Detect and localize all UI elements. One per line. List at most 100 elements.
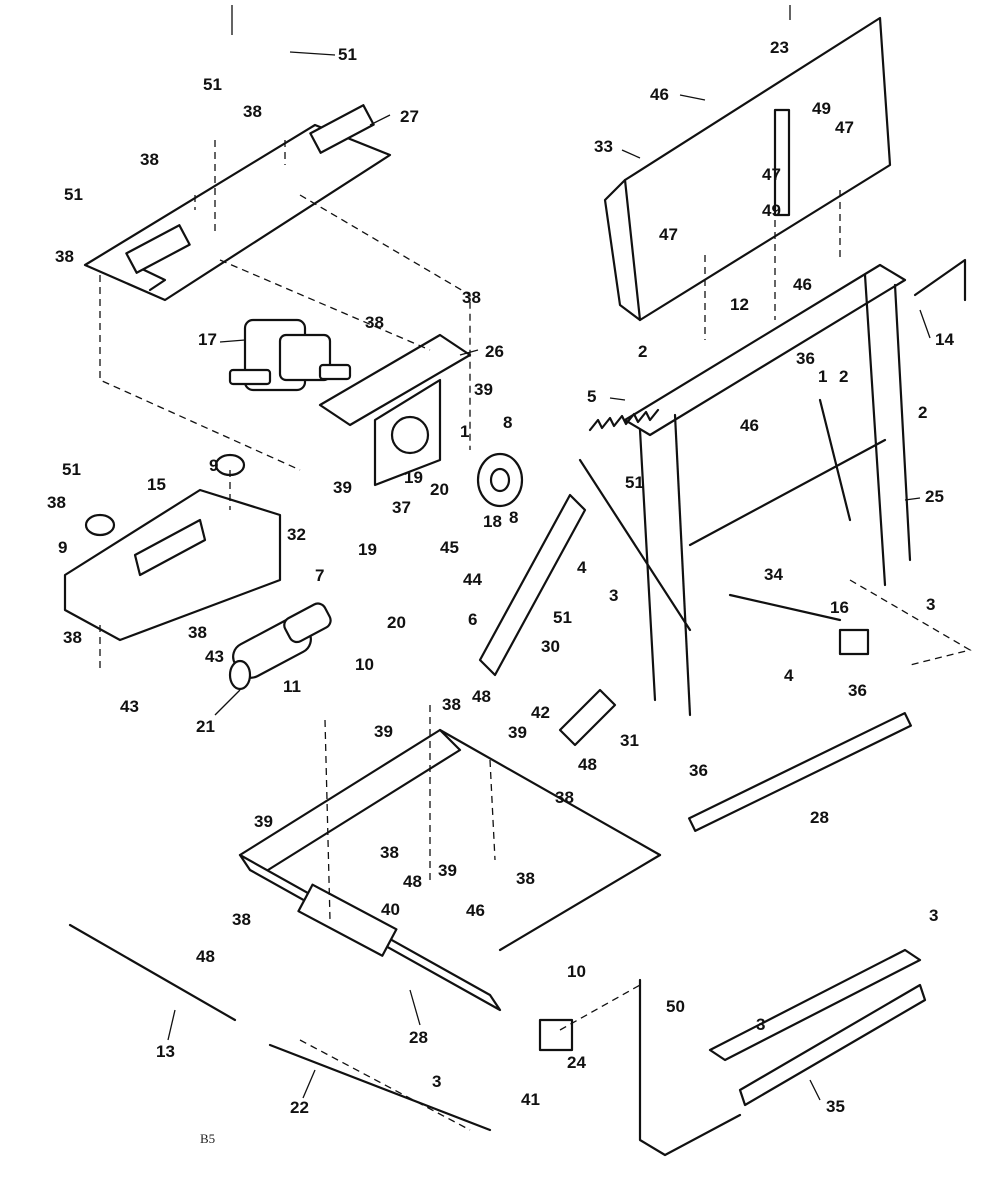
callout-35: 35 — [826, 1097, 845, 1116]
part-26-bracket — [318, 333, 472, 487]
callout-26: 26 — [485, 342, 504, 361]
callout-37: 37 — [392, 498, 411, 517]
callout-47: 47 — [659, 225, 678, 244]
callout-38: 38 — [442, 695, 461, 714]
callout-4: 4 — [577, 558, 587, 577]
callout-39: 39 — [333, 478, 352, 497]
callout-6: 6 — [468, 610, 477, 629]
callout-48: 48 — [472, 687, 491, 706]
part-33-channel — [603, 16, 892, 322]
callout-45: 45 — [440, 538, 459, 557]
callout-5: 5 — [587, 387, 596, 406]
callout-9: 9 — [209, 456, 218, 475]
callout-48: 48 — [196, 947, 215, 966]
callout-49: 49 — [812, 99, 831, 118]
callout-12: 12 — [730, 295, 749, 314]
callout-3: 3 — [929, 906, 938, 925]
callout-46: 46 — [740, 416, 759, 435]
part-5-spring — [588, 408, 660, 432]
callout-46: 46 — [466, 901, 485, 920]
callout-7: 7 — [315, 566, 324, 585]
part-30-arm — [478, 493, 587, 677]
callout-48: 48 — [578, 755, 597, 774]
callout-39: 39 — [438, 861, 457, 880]
callout-38: 38 — [243, 102, 262, 121]
callout-19: 19 — [358, 540, 377, 559]
callout-49: 49 — [762, 201, 781, 220]
callout-23: 23 — [770, 38, 789, 57]
callout-3: 3 — [756, 1015, 765, 1034]
callout-38: 38 — [63, 628, 82, 647]
callout-16: 16 — [830, 598, 849, 617]
callout-25: 25 — [925, 487, 944, 506]
callout-34: 34 — [764, 565, 783, 584]
callout-36: 36 — [689, 761, 708, 780]
part-35-lower-frame — [638, 948, 927, 1157]
callout-15: 15 — [147, 475, 166, 494]
part-23-strap — [773, 108, 791, 217]
callout-38: 38 — [188, 623, 207, 642]
part-24-block — [538, 1018, 574, 1052]
callout-3: 3 — [609, 586, 618, 605]
callout-40: 40 — [381, 900, 400, 919]
callout-31: 31 — [620, 731, 639, 750]
callout-33: 33 — [594, 137, 613, 156]
callout-39: 39 — [254, 812, 273, 831]
part-22-rod — [268, 1043, 492, 1132]
part-25-stand-frame — [578, 263, 912, 717]
callout-47: 47 — [835, 118, 854, 137]
callout-10: 10 — [567, 962, 586, 981]
callout-39: 39 — [474, 380, 493, 399]
callout-17: 17 — [198, 330, 217, 349]
part-27-top-plate — [83, 104, 392, 302]
callout-20: 20 — [387, 613, 406, 632]
callout-20: 20 — [430, 480, 449, 499]
callout-9: 9 — [58, 538, 67, 557]
callout-8: 8 — [509, 508, 518, 527]
callout-39: 39 — [508, 723, 527, 742]
figure-code: B5 — [200, 1131, 215, 1146]
callout-22: 22 — [290, 1098, 309, 1117]
part-13-bar — [68, 923, 237, 1022]
callout-36: 36 — [848, 681, 867, 700]
callout-39: 39 — [374, 722, 393, 741]
part-32-belt-guard — [63, 488, 282, 642]
callout-27: 27 — [400, 107, 419, 126]
callout-4: 4 — [784, 666, 794, 685]
callout-41: 41 — [521, 1090, 540, 1109]
callout-42: 42 — [531, 703, 550, 722]
callout-18: 18 — [483, 512, 502, 531]
callout-47: 47 — [762, 165, 781, 184]
callout-11: 11 — [283, 677, 301, 696]
callout-51: 51 — [64, 185, 83, 204]
callout-43: 43 — [205, 647, 224, 666]
callout-38: 38 — [516, 869, 535, 888]
part-14-handle — [913, 258, 967, 302]
callout-38: 38 — [380, 843, 399, 862]
leader-lines — [167, 51, 931, 1101]
callout-43: 43 — [120, 697, 139, 716]
callout-1: 1 — [818, 367, 827, 386]
part-17-gearbox — [228, 318, 352, 392]
callout-50: 50 — [666, 997, 685, 1016]
part-18-pulley — [476, 452, 524, 508]
part-16-clamp — [838, 628, 870, 656]
callout-38: 38 — [462, 288, 481, 307]
callout-2: 2 — [839, 367, 848, 386]
callout-38: 38 — [55, 247, 74, 266]
callout-28: 28 — [810, 808, 829, 827]
callout-8: 8 — [503, 413, 512, 432]
callout-51: 51 — [203, 75, 222, 94]
part-21-drive-shaft — [228, 602, 332, 691]
callout-48: 48 — [403, 872, 422, 891]
callout-38: 38 — [555, 788, 574, 807]
callout-44: 44 — [463, 570, 482, 589]
callout-36: 36 — [796, 349, 815, 368]
callout-10: 10 — [355, 655, 374, 674]
callouts: 51 51 51 51 51 51 38 38 38 38 38 38 38 3… — [47, 38, 954, 1117]
part-28-base-frame — [238, 728, 662, 1012]
callout-38: 38 — [47, 493, 66, 512]
part-29-shaft — [687, 712, 913, 832]
callout-1: 1 — [460, 422, 469, 441]
